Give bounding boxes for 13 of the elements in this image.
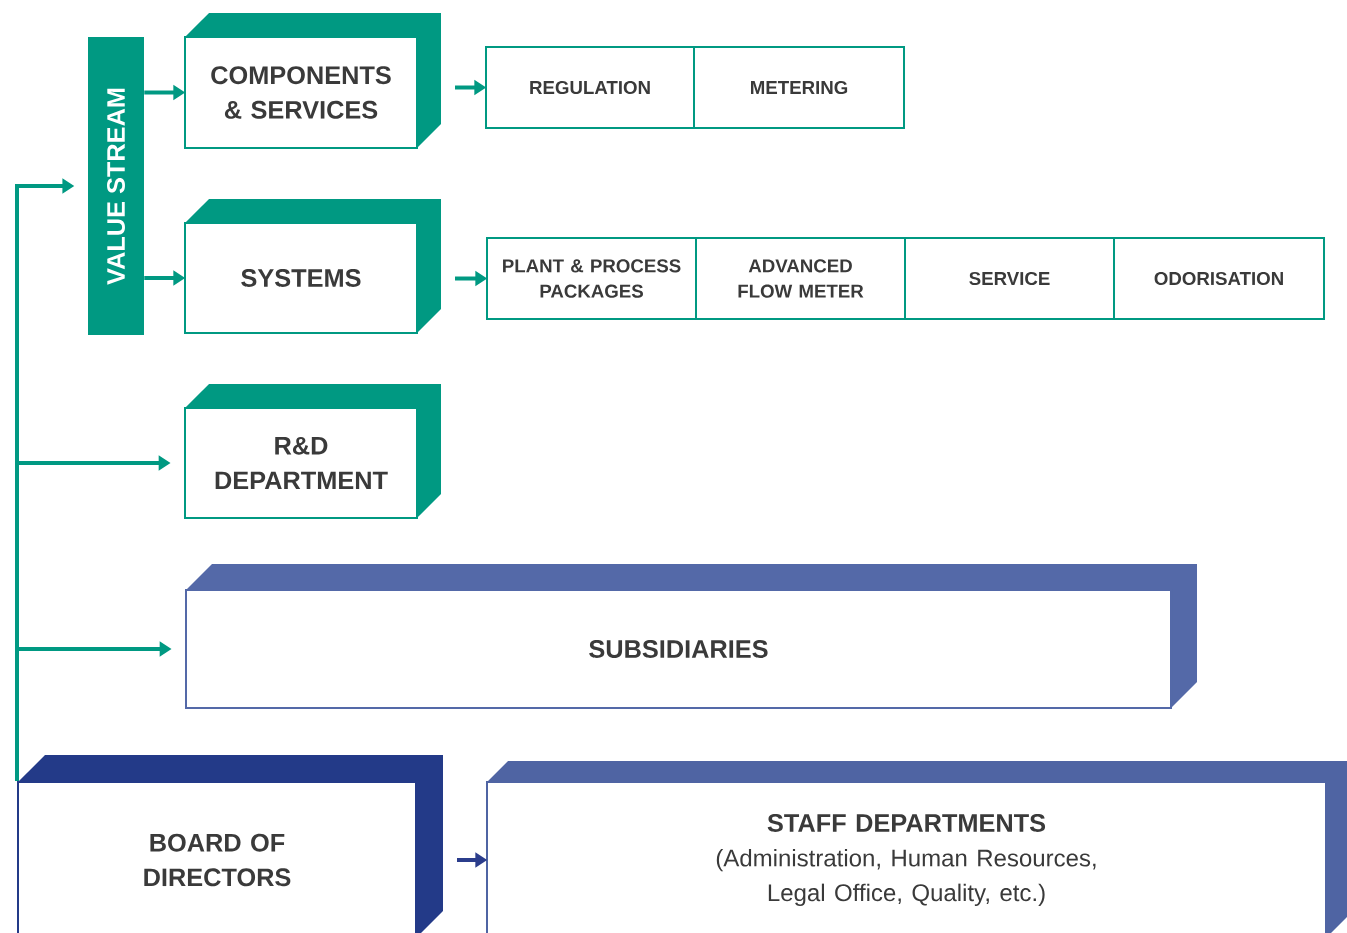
block-box: SYSTEMS [184,222,418,334]
category-cell: METERING [693,46,905,129]
category-cell: ODORISATION [1113,237,1325,320]
value-stream-bar: VALUE STREAM [88,37,144,335]
block-box: SUBSIDIARIES [185,589,1172,709]
block-box: COMPONENTS & SERVICES [184,36,418,149]
block-box: BOARD OF DIRECTORS [17,781,417,933]
block-box: STAFF DEPARTMENTS (Administration, Human Resources, Legal Office, Quality, etc.) [486,781,1327,933]
category-cell: ADVANCED FLOW METER [695,237,906,320]
category-cell: PLANT & PROCESS PACKAGES [486,237,697,320]
block-box: R&D DEPARTMENT [184,407,418,519]
category-cell: SERVICE [904,237,1115,320]
category-cell: REGULATION [485,46,695,129]
